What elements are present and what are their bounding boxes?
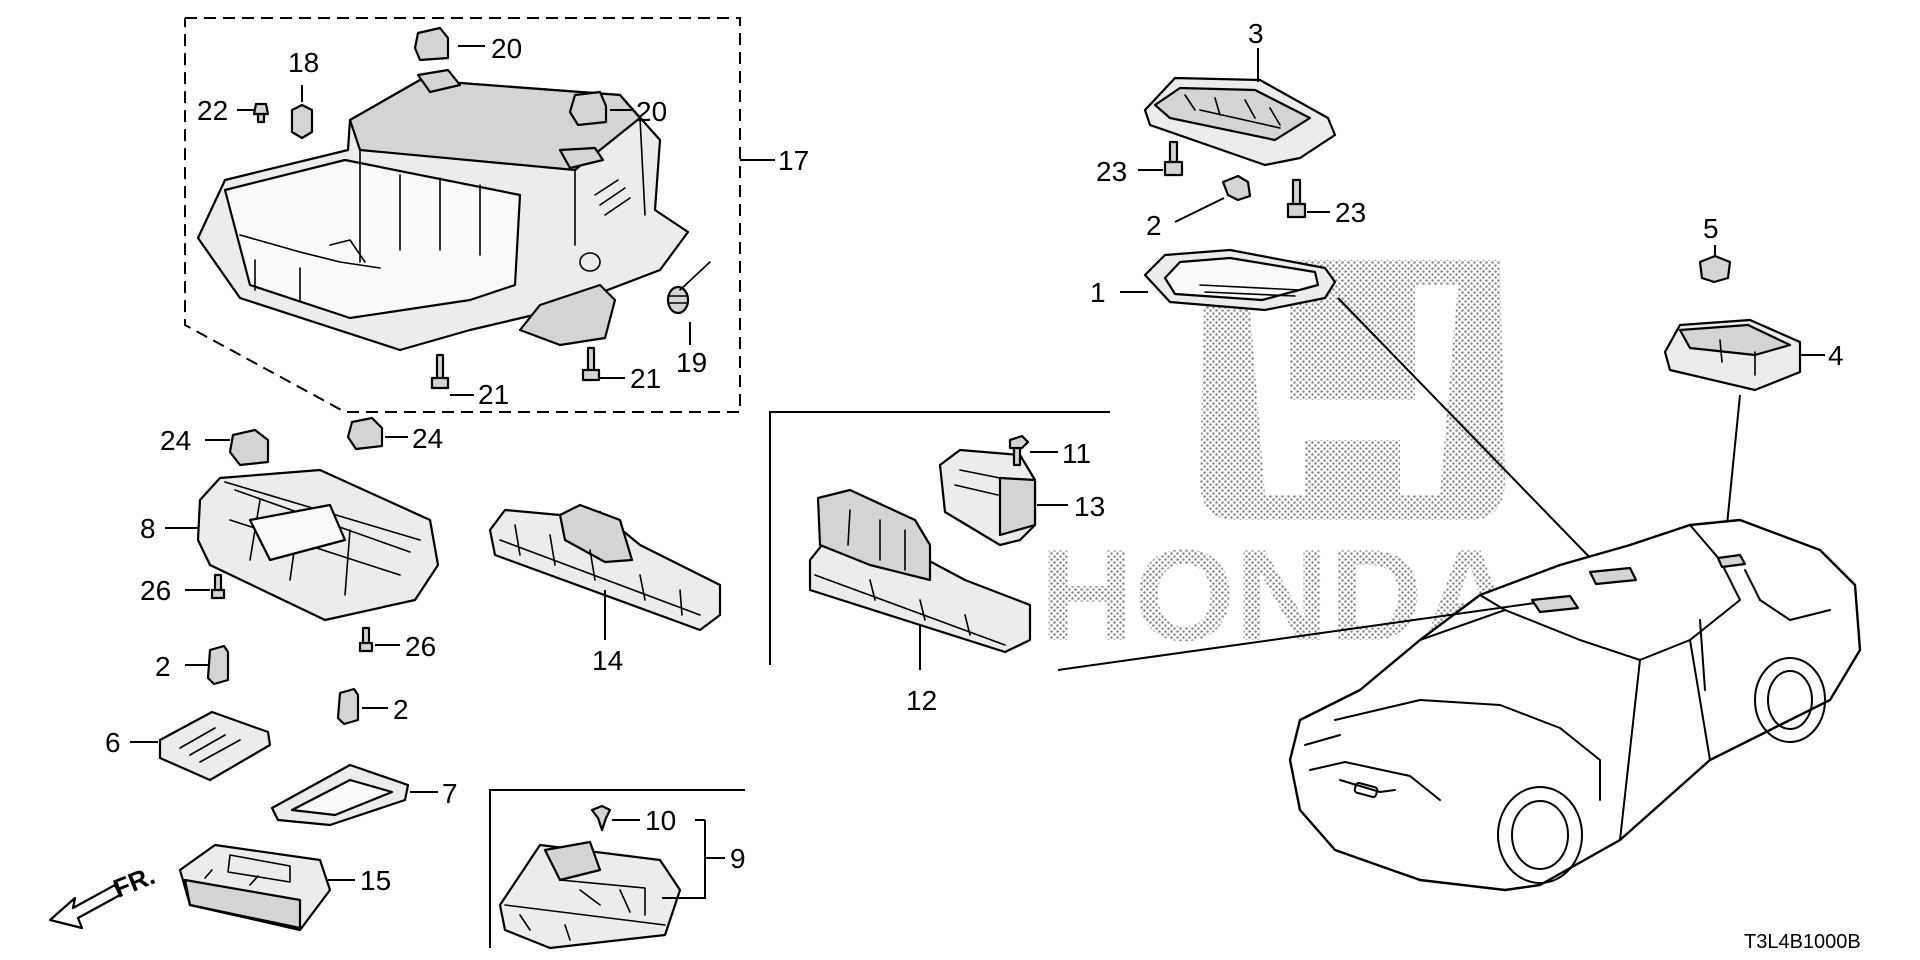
label-part-15: 15 [360, 865, 391, 896]
part-3-group: 3 23 23 2 1 [1090, 18, 1601, 569]
part-14-group: 14 [488, 503, 722, 676]
diagram-code: T3L4B1000B [1744, 931, 1861, 953]
part-9-group: 10 9 [489, 789, 746, 950]
label-part-12: 12 [906, 685, 937, 716]
label-part-22: 22 [197, 95, 228, 126]
label-part-10: 10 [645, 805, 676, 836]
label-part-7: 7 [442, 778, 458, 809]
label-part-14: 14 [592, 645, 623, 676]
label-part-21-b: 21 [630, 363, 661, 394]
label-part-9: 9 [730, 843, 746, 874]
label-part-2-a: 2 [155, 651, 171, 682]
label-part-21-a: 21 [478, 379, 509, 410]
label-part-13: 13 [1074, 491, 1105, 522]
label-part-2-c: 2 [1146, 210, 1162, 241]
label-part-26-b: 26 [405, 631, 436, 662]
label-part-5: 5 [1703, 213, 1719, 244]
map-light-8-group: 24 24 8 26 26 [140, 416, 443, 662]
label-part-17: 17 [778, 145, 809, 176]
label-part-18: 18 [288, 47, 319, 78]
label-part-3: 3 [1248, 18, 1264, 49]
label-part-6: 6 [105, 727, 121, 758]
part-12-group: 11 13 12 [769, 411, 1110, 716]
honda-watermark-logo: HONDA [1040, 260, 1517, 668]
label-part-26-a: 26 [140, 575, 171, 606]
label-part-1: 1 [1090, 277, 1106, 308]
group-17-console-assembly: 20 20 18 22 17 19 21 21 [184, 17, 809, 413]
bulbs-and-lenses-group: 2 2 6 7 15 FR. [48, 644, 458, 932]
front-direction-arrow [48, 883, 122, 930]
label-part-23-a: 23 [1096, 156, 1127, 187]
label-part-4: 4 [1828, 340, 1844, 371]
label-part-20-b: 20 [636, 96, 667, 127]
label-part-2-b: 2 [393, 694, 409, 725]
label-part-20-a: 20 [491, 33, 522, 64]
label-part-8: 8 [140, 513, 156, 544]
label-part-23-b: 23 [1335, 197, 1366, 228]
label-part-11: 11 [1062, 438, 1091, 469]
vehicle-location-illustration [1057, 518, 1862, 892]
label-part-24-b: 24 [412, 423, 443, 454]
part-4-group: 5 4 [1663, 213, 1844, 546]
label-part-19: 19 [676, 347, 707, 378]
label-part-24-a: 24 [160, 425, 191, 456]
